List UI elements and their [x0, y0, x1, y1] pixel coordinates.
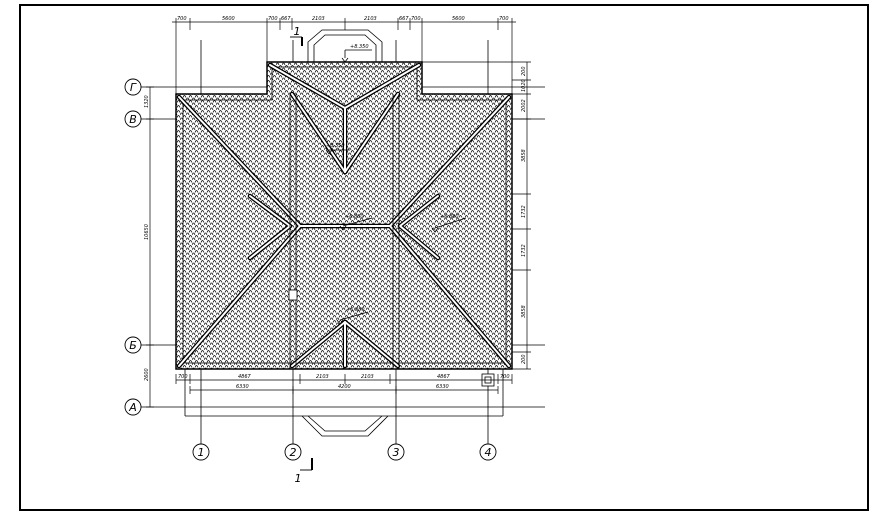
axis-label: Г [130, 81, 137, 94]
dimension-label: 667 [399, 16, 409, 22]
dimension-label: 4867 [437, 374, 451, 380]
dimension-label: 4200 [338, 384, 351, 390]
left-dimension-chain [146, 86, 154, 408]
dimension-label: 1320 [144, 95, 150, 108]
dimension-label: 3858 [521, 305, 527, 318]
bottom-dimension-chains [175, 374, 513, 394]
wall-lines [288, 94, 495, 387]
axis-label: 3 [393, 446, 400, 459]
axis-label: В [129, 113, 137, 126]
dimension-label: 5600 [452, 16, 465, 22]
axis-label: 2 [290, 446, 297, 459]
dimension-label: 4867 [238, 374, 252, 380]
dimension-label: 2103 [361, 374, 374, 380]
axis-label: 4 [485, 446, 492, 459]
level-mark: +8.350 [350, 44, 369, 50]
dimension-label: 6330 [236, 384, 249, 390]
roof-hips-ridges-core [178, 64, 510, 367]
top-dimension-chain [172, 18, 516, 94]
left-dimension-texts: 1320 10650 2600 [144, 95, 150, 381]
dimension-label: 2103 [316, 374, 329, 380]
axis-label: 1 [198, 446, 205, 459]
level-texts: +8.350 +8.350 +6.880 +6.880 +6.880 [326, 44, 459, 313]
dimension-label: 2103 [364, 16, 377, 22]
dimension-label: 700 [500, 374, 510, 380]
axis-bubbles-horizontal: Г В Б А [124, 78, 142, 416]
roof-covering [175, 61, 513, 370]
axis-label: Б [129, 339, 137, 352]
dimension-label: 700 [411, 16, 421, 22]
dimension-label: 1732 [521, 244, 527, 257]
dimension-label: 667 [281, 16, 291, 22]
section-label: 1 [295, 472, 302, 485]
right-dimension-chain [422, 61, 531, 370]
level-mark: +6.880 [346, 307, 365, 313]
section-marks [290, 36, 313, 471]
section-label: 1 [294, 25, 301, 38]
dimension-label: 6330 [436, 384, 449, 390]
level-mark: +8.350 [326, 143, 345, 149]
dimension-label: 10650 [144, 224, 150, 240]
dimension-label: 700 [268, 16, 278, 22]
right-dimension-texts: 200 1020 2002 3858 1732 1732 3858 200 [521, 66, 527, 364]
dimension-label: 700 [177, 16, 187, 22]
dimension-label: 700 [499, 16, 509, 22]
dimension-label: 5600 [222, 16, 235, 22]
level-mark: +6.880 [440, 214, 459, 220]
dimension-label: 1020 [521, 79, 527, 92]
sheet-frame [19, 4, 869, 511]
dimension-label: 200 [521, 354, 527, 364]
axis-bubbles-vertical: 1 2 3 4 [192, 443, 497, 461]
dimension-label: 3858 [521, 149, 527, 162]
top-dimension-texts: 700 5600 700 667 2103 2103 667 700 5600 … [177, 16, 509, 22]
dimension-label: 2002 [521, 99, 527, 112]
axis-label: А [128, 401, 137, 414]
bottom-dimension-texts: 700 4867 2103 2103 4867 700 6330 4200 63… [178, 374, 510, 390]
dimension-label: 200 [521, 66, 527, 76]
level-markers [325, 49, 467, 325]
dimension-label: 1732 [521, 205, 527, 218]
level-mark: +6.880 [345, 214, 364, 220]
dimension-label: 2103 [312, 16, 325, 22]
dimension-label: 2600 [144, 368, 150, 381]
dimension-label: 700 [178, 374, 188, 380]
